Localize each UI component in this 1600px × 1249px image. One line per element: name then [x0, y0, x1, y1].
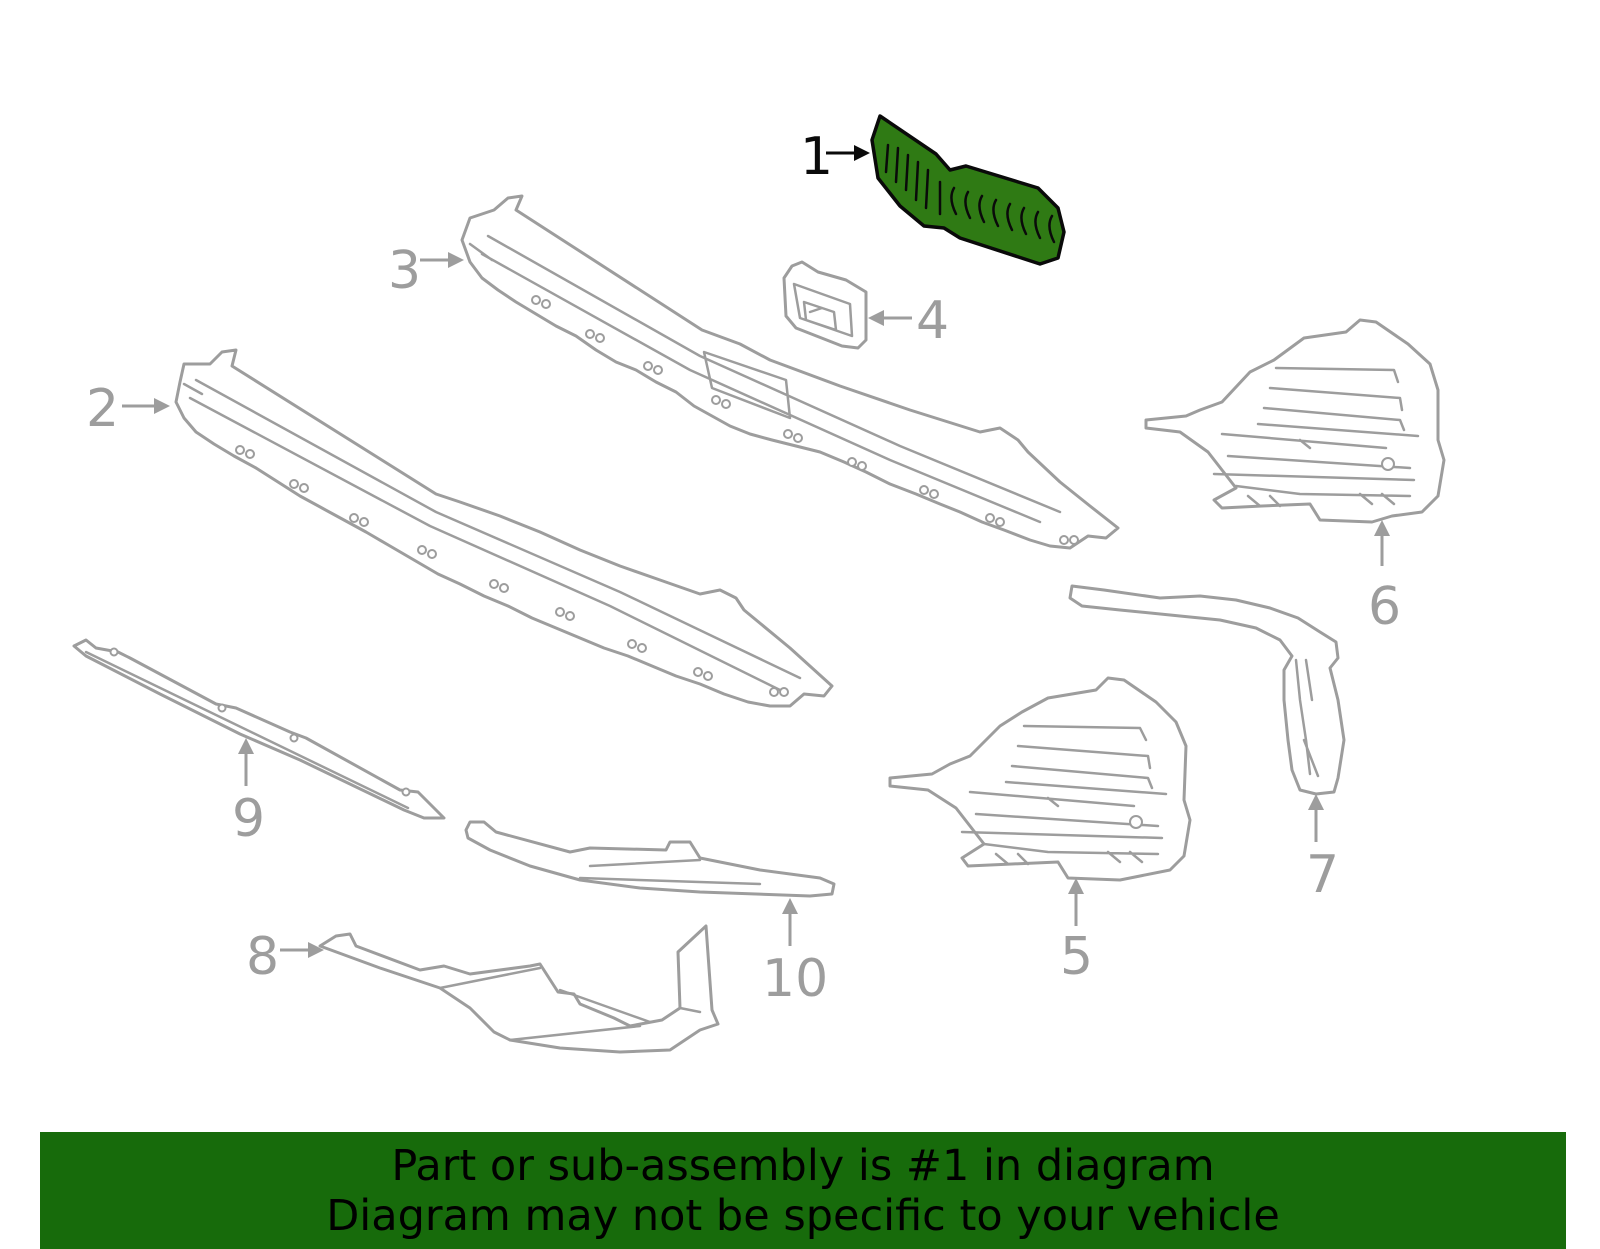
- part-10-lip-molding[interactable]: [464, 820, 836, 898]
- part-1-grille[interactable]: [870, 114, 1066, 266]
- part-4-sensor-bracket[interactable]: [782, 260, 868, 350]
- part-8-corner-trim[interactable]: [318, 924, 720, 1054]
- part-5-fog-housing-left[interactable]: [888, 676, 1192, 882]
- callout-label-10: 10: [762, 949, 828, 1009]
- part-3-upper-bracket[interactable]: [460, 194, 1120, 550]
- callout-label-4: 4: [916, 291, 949, 351]
- callout-label-5: 5: [1060, 927, 1093, 987]
- callout-label-6: 6: [1368, 577, 1401, 637]
- part-6-fog-housing-right[interactable]: [1144, 318, 1446, 524]
- part-2-lower-absorber[interactable]: [174, 348, 834, 708]
- callout-label-8: 8: [246, 927, 279, 987]
- callout-6[interactable]: 6: [1368, 520, 1401, 637]
- callout-4[interactable]: 4: [868, 291, 949, 351]
- banner-line-2: Diagram may not be specific to your vehi…: [326, 1190, 1280, 1241]
- part-7-side-molding[interactable]: [1068, 584, 1346, 796]
- part-9-lower-strip[interactable]: [72, 638, 446, 820]
- callout-label-2: 2: [86, 379, 119, 439]
- callout-10[interactable]: 10: [762, 898, 828, 1009]
- callout-7[interactable]: 7: [1306, 794, 1339, 905]
- callout-label-1: 1: [800, 127, 833, 187]
- callout-2[interactable]: 2: [86, 379, 170, 439]
- callout-8[interactable]: 8: [246, 927, 324, 987]
- callout-9[interactable]: 9: [232, 738, 265, 849]
- callout-label-7: 7: [1306, 845, 1339, 905]
- info-banner: Part or sub-assembly is #1 in diagram Di…: [40, 1132, 1566, 1249]
- banner-line-1: Part or sub-assembly is #1 in diagram: [391, 1140, 1215, 1191]
- callout-3[interactable]: 3: [388, 241, 464, 301]
- callout-label-9: 9: [232, 789, 265, 849]
- callout-5[interactable]: 5: [1060, 878, 1093, 987]
- callout-label-3: 3: [388, 241, 421, 301]
- callout-1[interactable]: 1: [800, 127, 870, 187]
